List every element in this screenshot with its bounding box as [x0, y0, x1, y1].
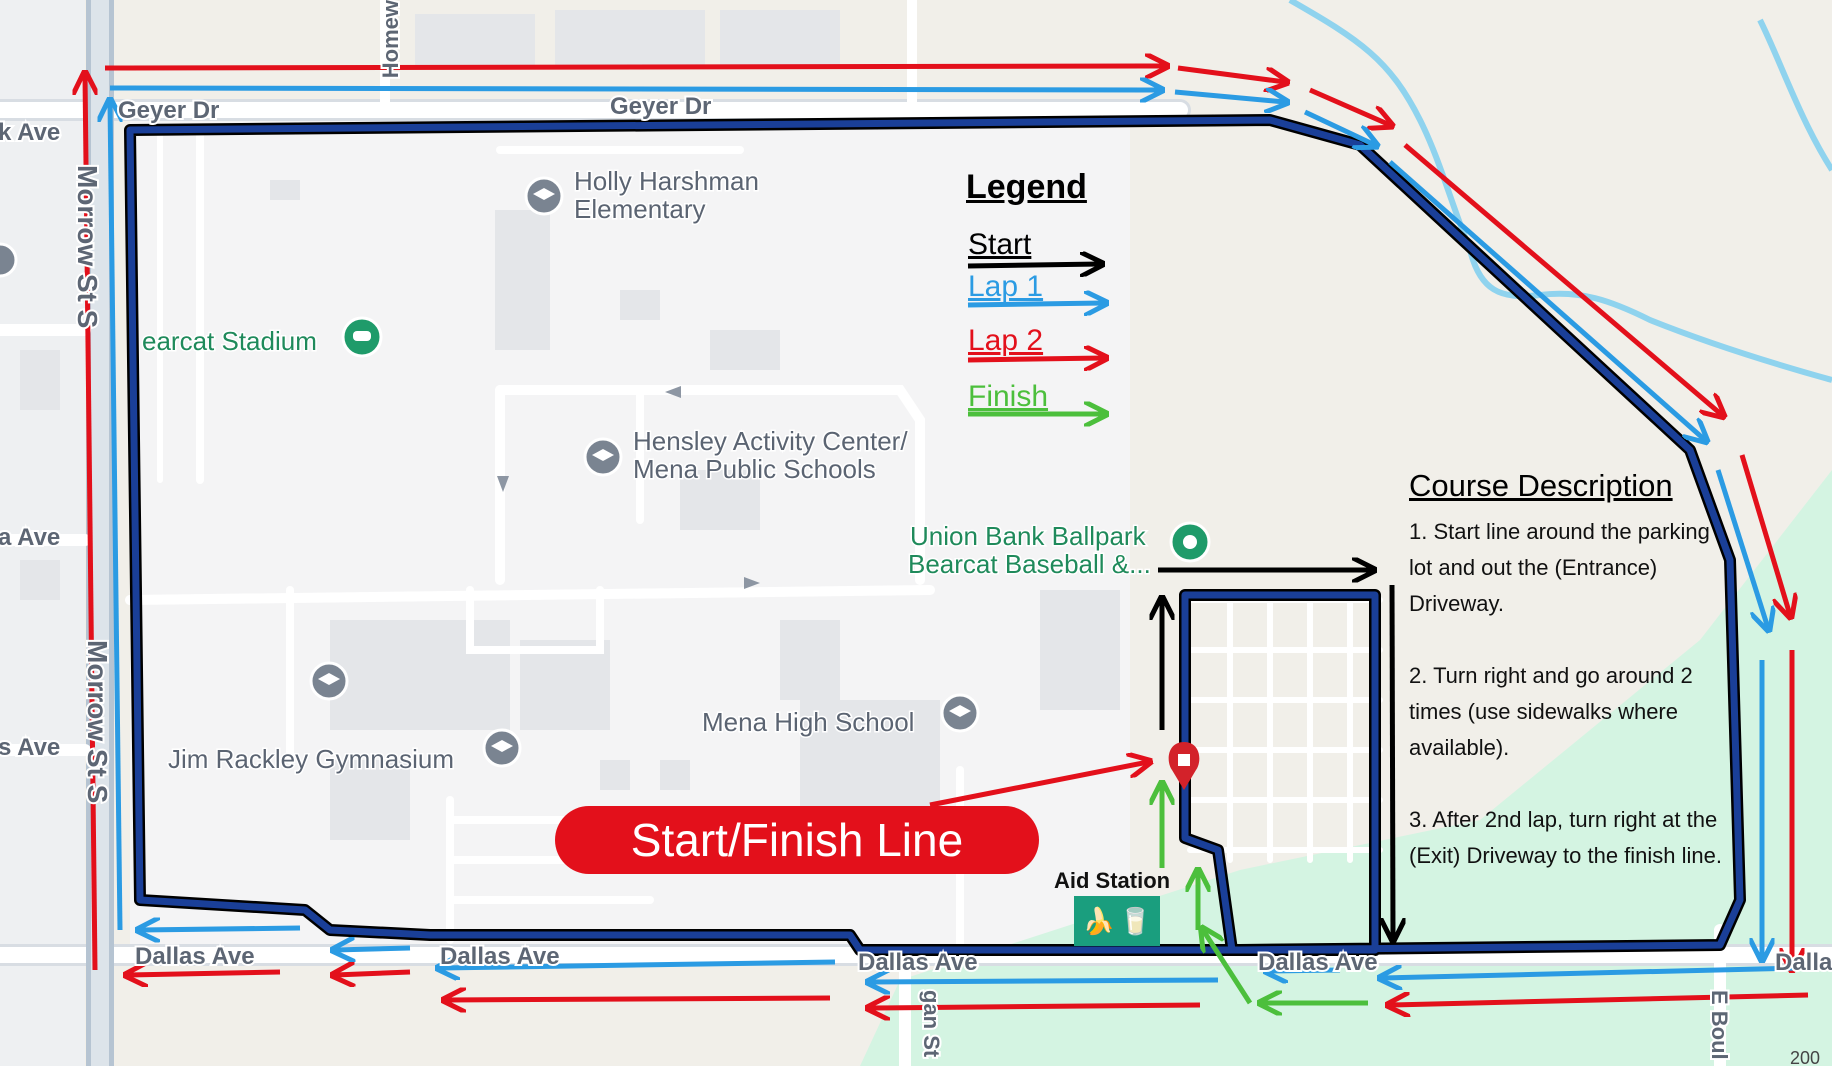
street-label-dallas-ave-3: Dallas Ave [858, 949, 978, 976]
legend-item-lap2: Lap 2 [968, 324, 1044, 357]
poi-label-gym: Jim Rackley Gymnasium [168, 744, 454, 774]
street-label-geyer-dr-east: Geyer Dr [610, 93, 711, 120]
street-label-dallas-edge: Dalla [1775, 949, 1832, 976]
course-route [126, 116, 1744, 954]
legend-item-start: Start [968, 228, 1032, 261]
street-label-dallas-ave-1: Dallas Ave [135, 943, 255, 970]
start-finish-label: Start/Finish Line [555, 806, 1039, 874]
scale-label: 200 [1790, 1048, 1820, 1066]
street-label-logan-st: gan St [919, 990, 944, 1058]
legend-item-lap1: Lap 1 [968, 270, 1044, 303]
course-description: 1. Start line around the parking lot and… [1409, 514, 1739, 910]
legend-lap2-arrow [967, 358, 1104, 360]
poi-label-holly-2: Elementary [574, 194, 706, 224]
street-label-west-ave-3: s Ave [0, 734, 60, 761]
poi-label-stadium: earcat Stadium [142, 326, 317, 356]
poi-label-high-school: Mena High School [702, 707, 914, 737]
street-label-geyer-dr-west: Geyer Dr [118, 97, 219, 124]
legend-lap1-arrow [967, 303, 1104, 305]
street-label-dallas-ave-2: Dallas Ave [440, 943, 560, 970]
creek [1288, 0, 1832, 383]
high-school-icon[interactable] [940, 693, 980, 733]
aid-station-box[interactable]: 🍌 🥛 [1074, 896, 1160, 946]
course-step-3: 3. After 2nd lap, turn right at the (Exi… [1409, 807, 1722, 868]
poi-label-ballpark-1: Union Bank Ballpark [910, 521, 1147, 551]
stadium-icon[interactable] [341, 316, 383, 358]
west-neighborhood [0, 0, 85, 1066]
ballpark-icon[interactable] [1169, 521, 1211, 563]
legend-title: Legend [966, 168, 1087, 206]
course-step-2: 2. Turn right and go around 2 times (use… [1409, 663, 1693, 760]
poi-label-holly-1: Holly Harshman [574, 166, 759, 196]
street-label-e-boul: E Boul [1707, 990, 1732, 1060]
street-label-morrow-lower: Morrow St S [82, 640, 113, 803]
buildings [20, 10, 1120, 840]
legend-start-arrow [967, 264, 1100, 266]
street-label-homew: Homew [378, 0, 403, 78]
gym-school-icon[interactable] [482, 728, 522, 768]
street-label-west-ave-2: a Ave [0, 524, 60, 551]
partial-poi-icon [0, 242, 18, 278]
aid-station-label: Aid Station [1054, 868, 1171, 893]
course-description-title: Course Description [1409, 468, 1673, 503]
start-arrows [1158, 570, 1393, 938]
street-label-dallas-ave-4: Dallas Ave [1258, 949, 1378, 976]
street-label-west-ave-1: k Ave [0, 119, 60, 146]
holly-school-icon[interactable] [524, 176, 564, 216]
school-icon[interactable] [309, 661, 349, 701]
start-finish-pointer [929, 762, 1148, 808]
lap1-arrows [110, 88, 1801, 982]
lap2-arrows [85, 66, 1809, 1008]
creek-branch [1757, 18, 1832, 172]
finish-arrows [1162, 785, 1368, 1003]
street-label-morrow-upper: Morrow St S [72, 165, 103, 328]
hensley-school-icon[interactable] [583, 437, 623, 477]
banana-icon: 🍌 [1082, 905, 1115, 936]
legend-item-finish: Finish [968, 380, 1049, 413]
legend-arrows [967, 264, 1104, 414]
poi-label-hensley-1: Hensley Activity Center/ [633, 426, 908, 456]
poi-label-hensley-2: Mena Public Schools [633, 454, 876, 484]
cup-icon: 🥛 [1119, 905, 1152, 936]
one-way-markers [497, 386, 760, 589]
poi-label-ballpark-2: Bearcat Baseball &... [908, 549, 1151, 579]
course-step-1: 1. Start line around the parking lot and… [1409, 519, 1710, 616]
start-finish-marker-icon[interactable] [1168, 742, 1200, 790]
